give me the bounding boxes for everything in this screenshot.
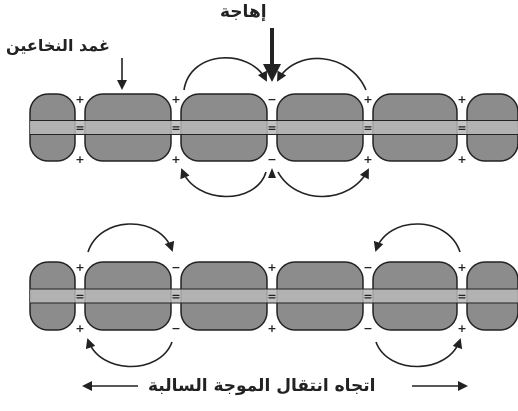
- node-charge-outer: +: [457, 93, 466, 106]
- node-charge-outer: +: [171, 153, 180, 166]
- current-arrow: [277, 168, 369, 198]
- node-charge-inner: =: [171, 290, 180, 303]
- stimulus-arrowhead: [263, 64, 281, 82]
- node-charge-outer: +: [75, 261, 84, 274]
- current-arrow: [180, 168, 267, 198]
- node-charge-outer: +: [457, 153, 466, 166]
- node-charge-outer: +: [363, 93, 372, 106]
- node-charge-inner: =: [457, 290, 466, 303]
- node-charge-outer: +: [75, 93, 84, 106]
- current-arrow: [87, 223, 175, 253]
- node-charge-inner: =: [75, 122, 84, 135]
- node-charge-outer: −: [363, 322, 372, 335]
- node-charge-inner: =: [75, 290, 84, 303]
- node-charge-inner: =: [267, 122, 276, 135]
- node-charge-outer: +: [457, 322, 466, 335]
- stimulus-mark: [268, 168, 276, 178]
- node-charge-outer: +: [267, 322, 276, 335]
- node-charge-inner: =: [457, 122, 466, 135]
- current-arrow: [85, 338, 173, 368]
- node-charge-inner: =: [363, 122, 372, 135]
- axon-band: [30, 289, 518, 303]
- fiber-top: + + = + + = − − = + + = + + =: [29, 93, 518, 166]
- axon-band: [30, 120, 518, 135]
- current-arrows: [82, 28, 468, 391]
- current-arrow: [373, 223, 461, 253]
- wave-direction-label: اتجاه انتقال الموجة السالبة: [148, 376, 376, 396]
- node-charge-inner: =: [363, 290, 372, 303]
- node-charge-outer: +: [267, 261, 276, 274]
- node-charge-outer: +: [171, 93, 180, 106]
- node-charge-inner: =: [267, 290, 276, 303]
- fiber-bottom: + + = − − = + + = − − = + + =: [29, 261, 518, 335]
- node-charge-outer: +: [457, 261, 466, 274]
- node-charge-outer: +: [75, 153, 84, 166]
- node-charge-outer: −: [171, 261, 180, 274]
- myelin-sheath-label: غمد النخاعين: [6, 36, 110, 55]
- node-charge-outer: +: [75, 322, 84, 335]
- node-charge-outer: −: [171, 322, 180, 335]
- current-arrow: [375, 338, 463, 368]
- node-charge-outer: −: [363, 261, 372, 274]
- node-charge-outer: +: [363, 153, 372, 166]
- node-charge-outer: −: [267, 153, 276, 166]
- stimulus-label: إهاجة: [220, 2, 267, 22]
- current-arrow: [183, 57, 267, 91]
- current-arrow: [277, 57, 367, 91]
- node-charge-inner: =: [171, 122, 180, 135]
- node-charge-outer: −: [267, 93, 276, 106]
